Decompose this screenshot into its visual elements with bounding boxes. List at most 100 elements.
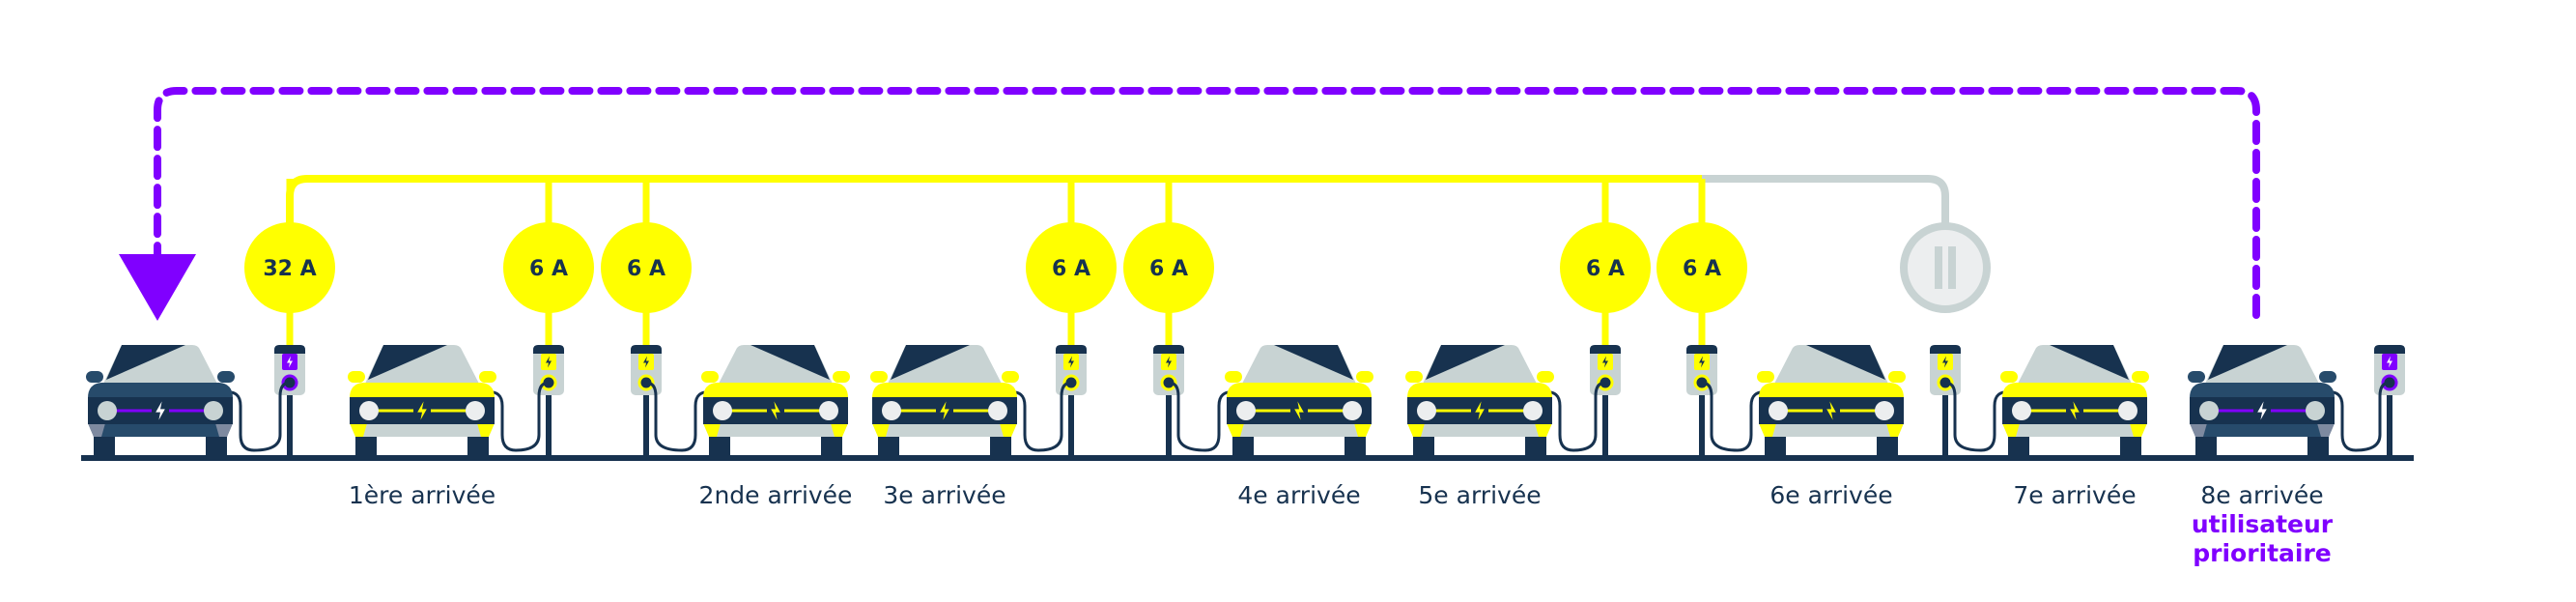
wheel	[1345, 433, 1366, 458]
side-mirror	[1757, 371, 1774, 383]
station-cap	[1930, 345, 1961, 354]
lightning-icon	[771, 401, 780, 420]
charging-cable	[1008, 381, 1072, 452]
current-label: 6 A	[1052, 257, 1090, 281]
lightning-icon	[1068, 356, 1074, 368]
charging-cable	[486, 381, 550, 452]
side-mirror	[1888, 371, 1906, 383]
side-mirror	[217, 371, 235, 383]
headlight	[466, 401, 485, 420]
bumper-corner	[477, 423, 495, 437]
bumper-corner	[350, 423, 367, 437]
lightning-icon	[2387, 356, 2392, 368]
headlight	[1417, 401, 1436, 420]
arrival-label: 6e arrivée	[1769, 481, 1892, 510]
current-circle	[1656, 222, 1747, 313]
windshield-shade	[1274, 345, 1353, 380]
charging-cable	[224, 381, 291, 452]
priority-dashed-line	[154, 87, 2260, 319]
car	[1405, 345, 1606, 458]
pause-icon	[1935, 246, 1956, 289]
side-mirror	[2188, 371, 2205, 383]
lightning-icon	[1826, 401, 1836, 420]
wheel	[1877, 433, 1898, 458]
car-bumper	[1759, 423, 1904, 437]
wheel	[94, 433, 115, 458]
current-node: 6 A	[1123, 179, 1214, 350]
car-hood	[2190, 383, 2335, 398]
priority-car	[86, 345, 291, 458]
wheel	[2195, 433, 2217, 458]
car-shape	[1405, 345, 1606, 458]
wheel	[1765, 433, 1786, 458]
charging-station	[1686, 345, 1717, 458]
pause-bar	[1935, 246, 1942, 289]
arrival-order: 2nde arrivée	[698, 481, 853, 509]
arrival-label: 1ère arrivée	[349, 481, 495, 510]
car-shape	[1168, 345, 1373, 458]
car-shape	[86, 345, 291, 458]
wheel	[206, 433, 227, 458]
headlight	[98, 401, 117, 420]
headlight	[1769, 401, 1788, 420]
bumper-corner	[1886, 423, 1904, 437]
car	[870, 345, 1072, 458]
inactive-bus-line	[1698, 175, 1949, 226]
current-node: 6 A	[601, 179, 692, 350]
car-hood	[1227, 383, 1372, 398]
current-node: 32 A	[244, 179, 335, 350]
side-mirror	[1356, 371, 1373, 383]
headlight	[1875, 401, 1894, 420]
current-circle	[244, 222, 335, 313]
car	[1701, 345, 1906, 458]
cars	[86, 345, 2391, 458]
station-post	[643, 391, 649, 458]
bumper-corner	[1227, 423, 1244, 437]
current-node: 6 A	[1026, 179, 1117, 350]
wheel	[990, 433, 1011, 458]
charging-station	[533, 345, 564, 458]
current-label: 32 A	[263, 257, 316, 281]
headlight	[819, 401, 838, 420]
windshield-shade	[891, 345, 970, 380]
headlight	[359, 401, 379, 420]
car-bumper	[703, 423, 848, 437]
headlight	[2199, 401, 2219, 420]
station-post	[546, 391, 552, 458]
charging-station	[274, 345, 305, 458]
side-mirror	[1225, 371, 1242, 383]
wheel	[1525, 433, 1546, 458]
lightning-icon	[1602, 356, 1608, 368]
side-mirror	[870, 371, 888, 383]
paused-circle	[1900, 222, 1991, 313]
car	[1168, 345, 1373, 458]
current-node: 6 A	[1656, 179, 1747, 350]
station-post	[287, 391, 293, 458]
car-hood	[1407, 383, 1552, 398]
side-mirror	[1537, 371, 1554, 383]
car	[348, 345, 550, 458]
arrival-label: 4e arrivée	[1237, 481, 1360, 510]
side-mirror	[2132, 371, 2149, 383]
car	[1944, 345, 2149, 458]
bumper-corner	[215, 423, 233, 437]
current-node: 6 A	[503, 179, 594, 350]
windshield-shade	[368, 345, 447, 380]
side-mirror	[479, 371, 496, 383]
bumper-corner	[703, 423, 721, 437]
station-post	[1068, 391, 1074, 458]
charging-station	[1590, 345, 1621, 458]
wheel	[467, 433, 489, 458]
station-cap	[2374, 345, 2405, 354]
windshield-shade	[2050, 345, 2129, 380]
arrival-order: 1ère arrivée	[348, 481, 496, 509]
bumper-corner	[831, 423, 848, 437]
car-shape	[645, 345, 850, 458]
car-shape	[2188, 345, 2391, 458]
wheel	[878, 433, 899, 458]
charging-station	[1930, 345, 1961, 458]
wheel	[1413, 433, 1434, 458]
current-circle	[1560, 222, 1651, 313]
